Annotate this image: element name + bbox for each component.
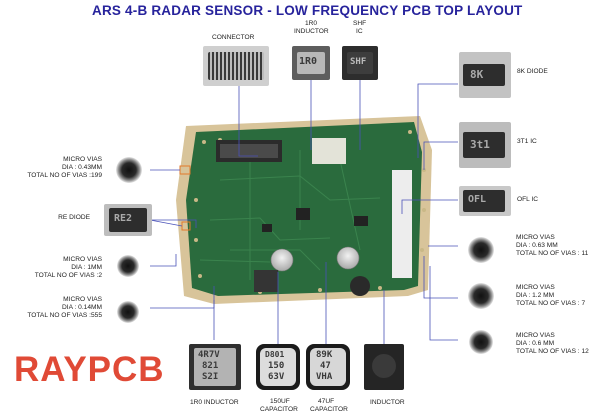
- cap-47-label-line1: 47UF: [318, 398, 335, 405]
- inductor-1r0-label-line2: INDUCTOR: [294, 28, 329, 35]
- vias-06-line2: DIA : 0.6 MM: [516, 340, 555, 347]
- vias-1-line3: TOTAL NO OF VIAS :2: [34, 272, 102, 279]
- ic-ofl-mark: OFL: [468, 194, 487, 205]
- shf-ic-body: [347, 52, 373, 74]
- ic-3t1-body: [463, 132, 505, 158]
- connector-pins: [208, 52, 264, 80]
- bottom-inductor-1r0-label: 1R0 INDUCTOR: [190, 399, 239, 406]
- vias-043-line2: DIA : 0.43MM: [62, 164, 102, 171]
- vias-014-line3: TOTAL NO OF VIAS :555: [27, 312, 102, 319]
- inductor-1r0-label-line1: 1R0: [305, 20, 318, 27]
- vias-12-line3: TOTAL NO OF VIAS : 7: [516, 300, 586, 307]
- diode-8k-label: 8K DIODE: [517, 68, 548, 75]
- ic-3t1-mark: 3t1: [470, 138, 490, 151]
- capacitor-47uf-body: [310, 348, 346, 386]
- bottom-inductor-mark-2: 821: [202, 361, 219, 371]
- vias-06-line3: TOTAL NO OF VIAS : 12: [516, 348, 589, 355]
- bottom-inductor-mark-1: 4R7V: [198, 350, 220, 360]
- diode-8k-body: [463, 64, 505, 86]
- diode-8k-mark: 8K: [470, 68, 484, 81]
- ic-ofl-body: [463, 190, 505, 212]
- capacitor-150uf-mark-3: 63V: [268, 372, 285, 382]
- connector-label: CONNECTOR: [212, 34, 255, 41]
- vias-12-line1: MICRO VIAS: [516, 284, 555, 291]
- vias-06-line1: MICRO VIAS: [516, 332, 555, 339]
- via-photos: [116, 157, 494, 354]
- capacitor-150uf-mark-2: 150: [268, 361, 285, 371]
- capacitor-150uf-body: [260, 348, 296, 386]
- vias-1-line2: DIA : 1MM: [71, 264, 102, 271]
- capacitor-150uf-mark-1: D801: [265, 350, 285, 359]
- bottom-inductor-right-coil: [372, 354, 396, 378]
- shf-ic-label-line1: SHF: [353, 20, 367, 27]
- ic-ofl-label: OFL IC: [517, 196, 539, 203]
- shf-ic-label-line2: IC: [356, 28, 363, 35]
- leader-lines: [140, 80, 458, 344]
- re-diode-mark: RE2: [114, 213, 133, 224]
- cap-150-label-line1: 150UF: [270, 398, 290, 405]
- vias-014-line1: MICRO VIAS: [63, 296, 102, 303]
- vias-1-line1: MICRO VIAS: [63, 256, 102, 263]
- cap-47-label-line2: CAPACITOR: [310, 406, 348, 413]
- vias-043-line3: TOTAL NO OF VIAS :199: [27, 172, 102, 179]
- vias-12-line2: DIA : 1.2 MM: [516, 292, 555, 299]
- inductor-1r0-mark: 1R0: [299, 56, 318, 67]
- capacitor-47uf-mark-3: VHA: [316, 372, 333, 382]
- bottom-inductor-label: INDUCTOR: [370, 399, 405, 406]
- capacitor-47uf-mark-2: 47: [320, 361, 331, 371]
- bottom-inductor-body: [194, 348, 236, 386]
- capacitor-47uf-mark-1: 89K: [316, 350, 333, 360]
- vias-063-line3: TOTAL NO OF VIAS : 11: [516, 250, 589, 257]
- vias-043-line1: MICRO VIAS: [63, 156, 102, 163]
- cap-150-label-line2: CAPACITOR: [260, 406, 298, 413]
- vias-063-line1: MICRO VIAS: [516, 234, 555, 241]
- pcb-board: [176, 116, 432, 304]
- page-title: ARS 4-B RADAR SENSOR - LOW FREQUENCY PCB…: [92, 3, 523, 18]
- vias-014-line2: DIA : 0.14MM: [62, 304, 102, 311]
- re-diode-body: [109, 208, 147, 232]
- bottom-inductor-mark-3: S2I: [202, 372, 219, 382]
- re-diode-label: RE DIODE: [58, 214, 90, 221]
- inductor-1r0-body: [297, 52, 325, 74]
- vias-063-line2: DIA : 0.63 MM: [516, 242, 558, 249]
- raypcb-logo: RAYPCB: [14, 350, 165, 389]
- ic-3t1-label: 3T1 IC: [517, 138, 537, 145]
- shf-ic-mark: SHF: [350, 57, 367, 67]
